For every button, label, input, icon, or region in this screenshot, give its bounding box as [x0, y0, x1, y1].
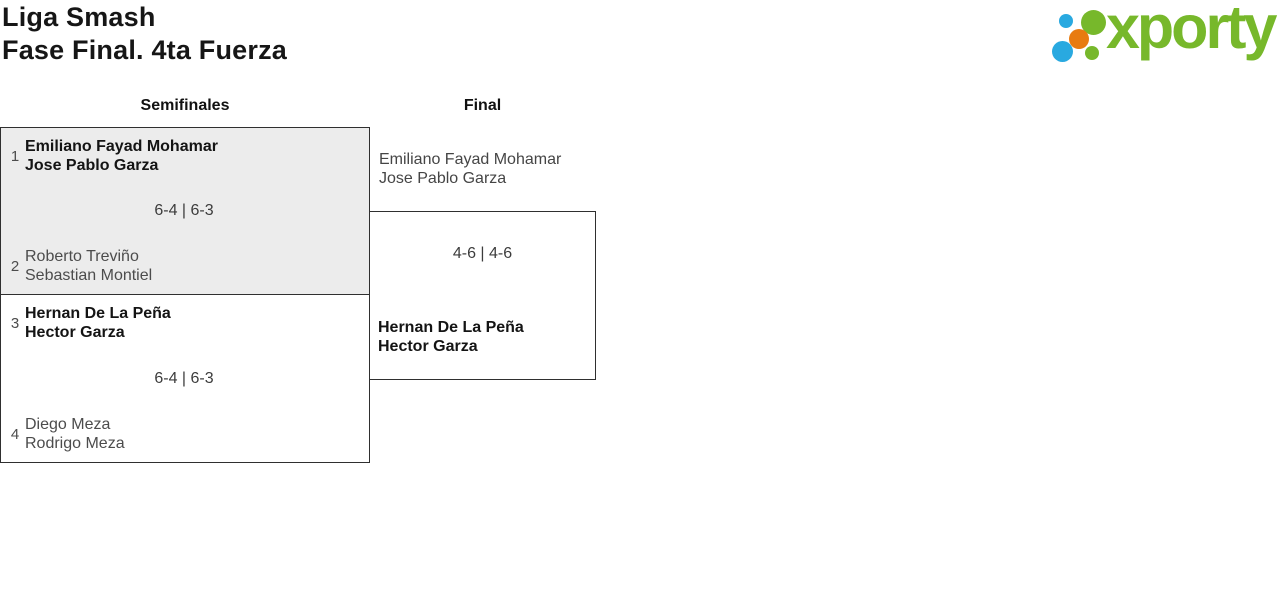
team-row-seed-1: 1 Emiliano Fayad Mohamar Jose Pablo Garz… — [7, 137, 361, 175]
tournament-name: Liga Smash — [2, 2, 156, 32]
player-name: Sebastian Montiel — [25, 267, 153, 284]
player-name: Jose Pablo Garza — [379, 170, 507, 187]
team-row-seed-2: 2 Roberto Treviño Sebastian Montiel — [7, 247, 361, 285]
match-score: 4-6 | 4-6 — [452, 245, 513, 262]
match-score: 6-4 | 6-3 — [154, 369, 214, 387]
player-name: Roberto Treviño — [25, 248, 139, 265]
logo-dot-blue-large-icon — [1052, 41, 1073, 62]
round-label-final: Final — [463, 97, 502, 114]
player-name: Hernan De La Peña — [378, 319, 524, 336]
phase-name: Fase Final. 4ta Fuerza — [2, 35, 287, 65]
seed-number: 1 — [10, 147, 20, 165]
round-label-semifinales: Semifinales — [140, 97, 230, 114]
team-names: Roberto Treviño Sebastian Montiel — [25, 247, 152, 285]
team-names: Emiliano Fayad Mohamar Jose Pablo Garza — [25, 137, 218, 175]
seed-number: 2 — [10, 257, 20, 275]
logo-dot-orange-icon — [1069, 29, 1089, 49]
logo-dot-blue-small-icon — [1059, 14, 1073, 28]
player-name: Rodrigo Meza — [25, 435, 125, 452]
seed-number: 3 — [10, 314, 20, 332]
page-title: Liga Smash Fase Final. 4ta Fuerza — [2, 1, 287, 67]
team-names: Hernan De La Peña Hector Garza — [25, 304, 171, 342]
player-name: Emiliano Fayad Mohamar — [379, 151, 562, 168]
xporty-logo[interactable]: xporty — [1046, 0, 1280, 78]
player-name: Jose Pablo Garza — [25, 157, 159, 174]
match-score: 6-4 | 6-3 — [154, 202, 214, 219]
player-name: Hector Garza — [378, 338, 478, 355]
match-semifinal-2[interactable]: 3 Hernan De La Peña Hector Garza 6-4 | 6… — [0, 294, 370, 463]
player-name: Diego Meza — [25, 416, 111, 433]
player-name: Hernan De La Peña — [25, 305, 171, 322]
team-names: Emiliano Fayad Mohamar Jose Pablo Garza — [379, 150, 561, 188]
final-team-1: Emiliano Fayad Mohamar Jose Pablo Garza — [377, 150, 561, 188]
team-names: Diego Meza Rodrigo Meza — [25, 415, 125, 453]
player-name: Hector Garza — [25, 324, 125, 341]
team-row-seed-4: 4 Diego Meza Rodrigo Meza — [7, 415, 361, 453]
logo-dot-green-small-icon — [1085, 46, 1099, 60]
team-names: Hernan De La Peña Hector Garza — [378, 318, 524, 356]
final-team-2: Hernan De La Peña Hector Garza — [378, 318, 587, 356]
match-final[interactable]: 4-6 | 4-6 Hernan De La Peña Hector Garza — [369, 211, 596, 380]
xporty-logo-text: xporty — [1106, 0, 1277, 61]
player-name: Emiliano Fayad Mohamar — [25, 138, 218, 155]
team-row-seed-3: 3 Hernan De La Peña Hector Garza — [7, 304, 361, 342]
match-semifinal-1[interactable]: 1 Emiliano Fayad Mohamar Jose Pablo Garz… — [0, 127, 370, 295]
seed-number: 4 — [10, 425, 20, 443]
